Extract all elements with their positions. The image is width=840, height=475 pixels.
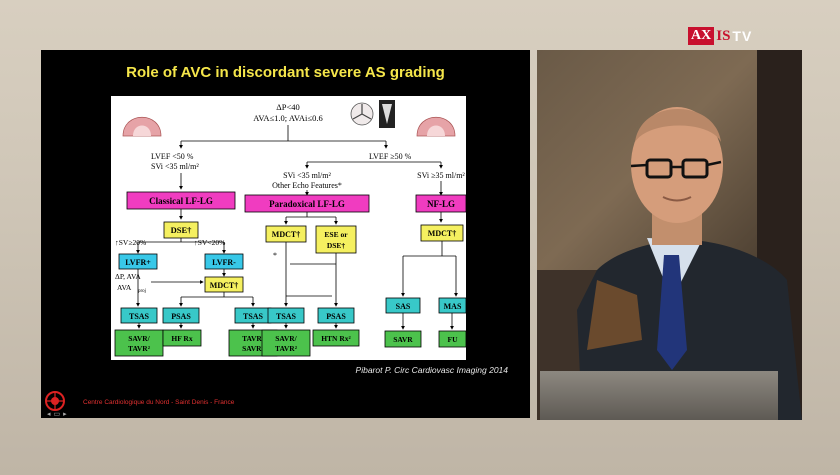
valve-illustration-right <box>416 116 456 137</box>
outcome-box-htn-rx: HTN Rx² <box>312 329 360 347</box>
slide-title: Role of AVC in discordant severe AS grad… <box>126 64 445 81</box>
branch-mid-line1: LVEF ≥50 % <box>369 152 412 161</box>
outcome-1-line2: TAVR² <box>128 344 151 353</box>
speaker-figure <box>537 50 802 420</box>
test-label-ese-line2: DSE† <box>327 241 346 250</box>
footer-institute: Centre Cardiologique du Nord - Saint Den… <box>83 399 235 406</box>
category-label-classical: Classical LF-LG <box>149 196 213 206</box>
outcome-box-savr-tavr-2: SAVR/ TAVR² <box>261 329 311 357</box>
ap-label-line1: ΔP, AVA <box>115 272 141 281</box>
severity-box-psas-2: PSAS <box>317 307 355 324</box>
branch-right-line1: SVi ≥35 ml/m² <box>417 171 465 180</box>
lvfr-box-positive: LVFR+ <box>118 253 158 270</box>
severity-label-1: TSAS <box>129 312 150 321</box>
severity-label-2: PSAS <box>171 312 191 321</box>
prev-arrow-icon[interactable]: ◂ <box>47 411 51 418</box>
outcome-3-line2: SAVR² <box>242 344 264 353</box>
severity-box-psas-1: PSAS <box>162 307 200 324</box>
severity-box-tsas-3: TSAS <box>267 307 305 324</box>
branch-mid-line3: Other Echo Features* <box>272 181 342 190</box>
severity-box-mas: MAS <box>438 297 467 314</box>
test-box-mdct-right: MDCT† <box>420 224 464 242</box>
logo-part-is: IS <box>716 27 731 44</box>
test-label-mdct-right: MDCT† <box>428 229 456 238</box>
outcome-7-line1: FU <box>448 335 459 344</box>
logo-part-ax: AX <box>688 27 715 45</box>
category-box-classical: Classical LF-LG <box>126 191 236 210</box>
diagram-panel: ΔP<40 AVA≤1.0; AVAi≤0.6 LVEF <50 % SVi <… <box>111 96 467 360</box>
outcome-1-line1: SAVR/ <box>128 334 150 343</box>
branch-mid-line2: SVi <35 ml/m² <box>283 171 331 180</box>
top-condition-line1: ΔP<40 <box>276 102 300 112</box>
slide-navigation: ◂ ▭ ▸ <box>47 410 67 418</box>
severity-label-7: MAS <box>444 302 462 311</box>
severity-label-5: PSAS <box>326 312 346 321</box>
valve-short-axis-icon <box>350 102 374 126</box>
severity-label-3: TSAS <box>243 312 264 321</box>
severity-box-tsas-2: TSAS <box>234 307 272 324</box>
institute-logo <box>45 391 65 411</box>
outcome-3-line1: TAVR/ <box>242 334 265 343</box>
logo-part-tv: TV <box>732 28 753 44</box>
category-label-normal-flow: NF-LG <box>427 199 455 209</box>
outcome-6-line1: SAVR <box>393 335 413 344</box>
test-box-dse-left: DSE† <box>163 221 199 239</box>
outcome-box-savr-tavr-1: SAVR/ TAVR² <box>114 329 164 357</box>
outcome-5-line1: HTN Rx² <box>321 334 351 343</box>
test-box-ese-dse: ESE or DSE† <box>315 225 357 254</box>
outcome-2-line1: HF Rx <box>171 334 192 343</box>
branch-left-line2: SVi <35 ml/m² <box>151 162 199 171</box>
speaker-video <box>537 50 802 420</box>
test-box-mdct-mid: MDCT† <box>265 225 307 243</box>
category-box-paradoxical: Paradoxical LF-LG <box>244 194 370 213</box>
category-label-paradoxical: Paradoxical LF-LG <box>269 199 345 209</box>
broadcaster-logo: AX IS TV <box>688 27 752 45</box>
outcome-4-line2: TAVR² <box>275 344 298 353</box>
test-label-dse-left: DSE† <box>171 225 193 235</box>
severity-label-6: SAS <box>396 302 411 311</box>
test-label-mdct-left: MDCT† <box>210 281 238 290</box>
slides-icon[interactable]: ▭ <box>53 411 61 418</box>
flowchart: ΔP<40 AVA≤1.0; AVAi≤0.6 LVEF <50 % SVi <… <box>114 100 467 357</box>
next-arrow-icon[interactable]: ▸ <box>63 411 67 418</box>
test-label-mdct-mid: MDCT† <box>272 230 300 239</box>
ap-label-line2: AVA <box>117 283 132 292</box>
test-box-mdct-left: MDCT† <box>204 276 244 293</box>
branch-left-line1: LVEF <50 % <box>151 152 194 161</box>
test-label-ese-line1: ESE or <box>324 230 348 239</box>
sv-label-up: ↑SV≥20% <box>115 238 146 247</box>
slide-citation: Pibarot P. Circ Cardiovasc Imaging 2014 <box>355 365 508 375</box>
podium-laptop <box>540 371 778 420</box>
severity-box-tsas-1: TSAS <box>120 307 158 324</box>
asterisk-mid: * <box>273 251 277 260</box>
outcome-box-hf-rx: HF Rx <box>162 329 202 347</box>
outcome-box-savr: SAVR <box>384 330 422 348</box>
lvfr-label-positive: LVFR+ <box>125 258 151 267</box>
ct-scan-thumbnail <box>379 100 395 128</box>
outcome-4-line1: SAVR/ <box>275 334 297 343</box>
severity-box-sas: SAS <box>385 297 421 314</box>
lvfr-label-negative: LVFR- <box>212 258 236 267</box>
severity-label-4: TSAS <box>276 312 297 321</box>
presentation-slide: Role of AVC in discordant severe AS grad… <box>41 50 530 418</box>
valve-illustration-left <box>122 116 162 137</box>
ap-label-sub: proj <box>138 289 146 294</box>
sv-label-down: ↑SV<20% <box>194 238 225 247</box>
lvfr-box-negative: LVFR- <box>204 253 244 270</box>
outcome-box-fu: FU <box>438 330 467 348</box>
top-condition-line2: AVA≤1.0; AVAi≤0.6 <box>253 113 322 123</box>
category-box-normal-flow: NF-LG <box>415 194 467 213</box>
